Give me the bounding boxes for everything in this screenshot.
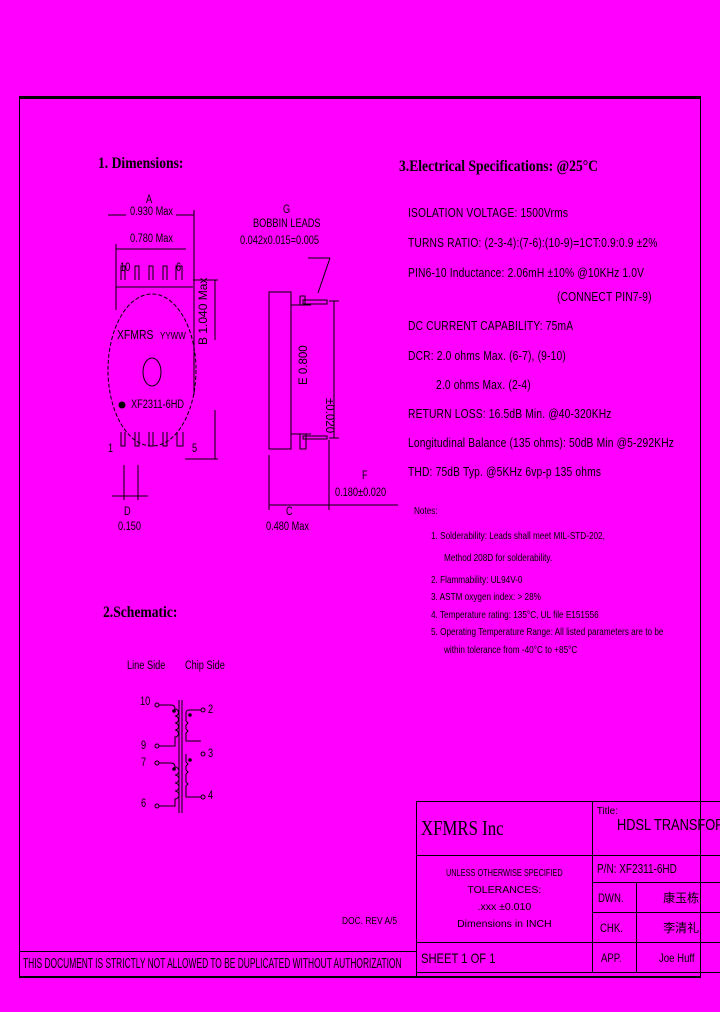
spec-dcr-2: 2.0 ohms Max. (2-4)	[436, 378, 531, 392]
spec-thd: THD: 75dB Typ. @5KHz 6vp-p 135 ohms	[408, 465, 602, 479]
title-text: HDSL TRANSFORMER	[616, 817, 720, 834]
dim-f-label: F	[362, 470, 368, 482]
drawing-frame	[19, 96, 701, 978]
chk-label: CHK.	[591, 912, 637, 943]
title-cell: Title: HDSL TRANSFORMER	[591, 801, 720, 856]
part-number: P/N: XF2311-6HD	[596, 862, 677, 876]
marking-date-code: YYWW	[160, 331, 186, 342]
pin-label-2: 2	[208, 704, 214, 716]
dim-g-line2: 0.042x0.015=0.005	[240, 235, 320, 247]
dwn-label-text: DWN.	[598, 890, 624, 905]
spec-turns-ratio: TURNS RATIO: (2-3-4):(7-6):(10-9)=1CT:0.…	[408, 236, 658, 250]
dim-inner-width: 0.780 Max	[130, 233, 173, 245]
dim-c-value: 0.480 Max	[266, 521, 309, 533]
company-name: XFMRS Inc	[421, 816, 504, 840]
dwn-label: DWN.	[591, 882, 637, 913]
pin-label-9: 9	[141, 740, 147, 752]
marking-brand: XFMRS	[117, 327, 154, 342]
pin-label-10: 10	[140, 696, 151, 708]
dim-a-value: 0.930 Max	[130, 206, 173, 218]
dim-d-label: D	[124, 506, 131, 518]
title-value: HDSL TRANSFORMER	[617, 817, 720, 835]
spec-inductance: PIN6-10 Inductance: 2.06mH ±10% @10KHz 1…	[408, 266, 645, 280]
schematic-heading: 2.Schematic:	[103, 604, 178, 621]
pin-1-label: 1	[108, 443, 114, 455]
dwn-name-text: 康玉栋	[663, 891, 700, 905]
spec-return-loss: RETURN LOSS: 16.5dB Min. @40-320KHz	[408, 407, 612, 421]
dwn-name: 康玉栋	[635, 882, 720, 913]
pin-label-3: 3	[208, 748, 214, 760]
warning-text: THIS DOCUMENT IS STRICTLY NOT ALLOWED TO…	[23, 955, 402, 972]
chip-side-label: Chip Side	[185, 660, 225, 672]
note-3: 3. ASTM oxygen index: > 28%	[431, 591, 541, 603]
note-5-cont: within tolerance from -40°C to +85°C	[444, 644, 578, 656]
spec-longitudinal-balance: Longitudinal Balance (135 ohms): 50dB Mi…	[408, 436, 675, 450]
note-5: 5. Operating Temperature Range: All list…	[431, 626, 664, 638]
pin-6-label: 6	[176, 262, 182, 274]
title-label: Title:	[596, 806, 618, 817]
dim-d-value: 0.150	[118, 521, 142, 533]
app-label: APP.	[591, 942, 637, 973]
dim-f-value: 0.180±0.020	[335, 487, 387, 499]
tolerance-value: .xxx ±0.010	[477, 901, 532, 913]
sheet-number: SHEET 1 OF 1	[421, 949, 496, 966]
dim-a-label: A	[146, 194, 153, 206]
title-block: XFMRS Inc Title: HDSL TRANSFORMER UNLESS…	[416, 801, 720, 973]
notes-heading: Notes:	[414, 505, 438, 517]
part-number-cell: P/N: XF2311-6HD	[591, 855, 720, 883]
spec-connect-note: (CONNECT PIN7-9)	[557, 290, 652, 304]
note-2: 2. Flammability: UL94V-0	[431, 574, 523, 586]
company-cell: XFMRS Inc	[416, 801, 593, 856]
pin-5-label: 5	[192, 443, 198, 455]
sheet-cell: SHEET 1 OF 1	[416, 942, 593, 973]
spec-isolation: ISOLATION VOLTAGE: 1500Vrms	[408, 206, 569, 220]
marking-part-number: XF2311-6HD	[131, 399, 185, 411]
note-4: 4. Temperature rating: 135°C, UL file E1…	[431, 609, 599, 621]
dim-g-label: G	[283, 204, 291, 216]
pin-label-7: 7	[141, 757, 147, 769]
tolerances-label: TOLERANCES:	[467, 884, 542, 896]
chk-label-text: CHK.	[599, 920, 623, 935]
chk-name: 李清礼	[635, 912, 720, 943]
spec-dc-current: DC CURRENT CAPABILITY: 75mA	[408, 319, 574, 333]
line-side-label: Line Side	[127, 660, 166, 672]
dimensions-heading: 1. Dimensions:	[98, 155, 184, 172]
warning-box	[19, 951, 417, 978]
note-1: 1. Solderability: Leads shall meet MIL-S…	[431, 530, 605, 542]
electrical-heading: 3.Electrical Specifications: @25°C	[399, 158, 599, 175]
app-name: Joe Huff	[635, 942, 720, 973]
tolerances-cell: UNLESS OTHERWISE SPECIFIED TOLERANCES: .…	[416, 855, 593, 943]
units-label: Dimensions in INCH	[457, 918, 552, 930]
pin-label-4: 4	[208, 790, 214, 802]
app-name-text: Joe Huff	[658, 950, 695, 965]
doc-rev: DOC. REV A/5	[342, 915, 398, 927]
pin-label-6: 6	[141, 798, 147, 810]
unless-specified: UNLESS OTHERWISE SPECIFIED	[446, 867, 563, 879]
note-1-cont: Method 208D for solderability.	[444, 552, 553, 564]
app-label-text: APP.	[601, 950, 622, 965]
dim-c-label: C	[286, 506, 293, 518]
spec-dcr-1: DCR: 2.0 ohms Max. (6-7), (9-10)	[408, 349, 566, 363]
dim-g-line1: BOBBIN LEADS	[253, 218, 321, 230]
chk-name-text: 李清礼	[663, 921, 700, 935]
